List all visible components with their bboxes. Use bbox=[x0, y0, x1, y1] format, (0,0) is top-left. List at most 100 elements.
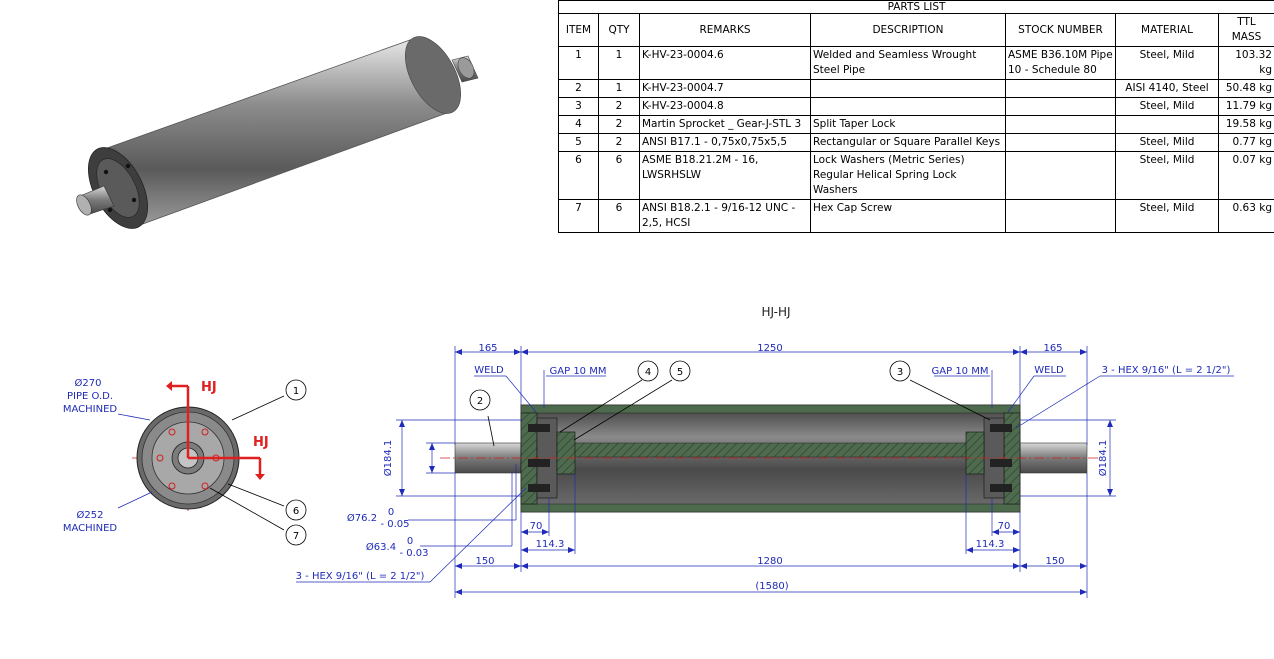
pipe-od-note-2: MACHINED bbox=[63, 404, 118, 415]
machined-note: MACHINED bbox=[63, 523, 118, 534]
hub-left-dim: 70 bbox=[530, 521, 543, 532]
cell-remarks: K-HV-23-0004.6 bbox=[639, 46, 811, 80]
dia-left-label: Ø184.1 bbox=[382, 440, 394, 477]
balloon-2: 2 bbox=[477, 396, 483, 407]
cell-description bbox=[810, 97, 1006, 116]
pipe-od-note-1: PIPE O.D. bbox=[67, 391, 113, 402]
header-stock-number: STOCK NUMBER bbox=[1005, 13, 1116, 47]
cell-ttl-mass: 0.07 kg bbox=[1218, 151, 1274, 200]
cell-material: Steel, Mild bbox=[1115, 97, 1219, 116]
shaft-tol-1-lower: - 0.05 bbox=[380, 519, 409, 530]
table-row: 6 6 ASME B18.21.2M - 16, LWSRHSLW Lock W… bbox=[558, 151, 1274, 200]
section-label-right: HJ bbox=[253, 435, 269, 450]
balloon-4: 4 bbox=[645, 367, 651, 378]
section-title: HJ-HJ bbox=[761, 305, 790, 319]
cell-material: AISI 4140, Steel bbox=[1115, 79, 1219, 98]
balloon-3: 3 bbox=[897, 367, 903, 378]
hub-right-dim: 70 bbox=[998, 521, 1011, 532]
cell-material bbox=[1115, 115, 1219, 134]
cell-remarks: ANSI B17.1 - 0,75x0,75x5,5 bbox=[639, 133, 811, 152]
cell-remarks: Martin Sprocket _ Gear-J-STL 3 bbox=[639, 115, 811, 134]
gap-left-label: GAP 10 MM bbox=[550, 366, 607, 377]
cell-qty: 1 bbox=[598, 46, 640, 80]
cell-ttl-mass: 0.77 kg bbox=[1218, 133, 1274, 152]
cell-material: Steel, Mild bbox=[1115, 133, 1219, 152]
cell-remarks: ASME B18.21.2M - 16, LWSRHSLW bbox=[639, 151, 811, 200]
table-row: 3 2 K-HV-23-0004.8 Steel, Mild 11.79 kg bbox=[558, 97, 1274, 116]
parts-list-title: PARTS LIST bbox=[558, 0, 1274, 13]
balloon-1: 1 bbox=[293, 386, 299, 397]
cell-ttl-mass: 11.79 kg bbox=[1218, 97, 1274, 116]
cell-description: Lock Washers (Metric Series) Regular Hel… bbox=[810, 151, 1006, 200]
header-description: DESCRIPTION bbox=[810, 13, 1006, 47]
dim-left-shaft: 165 bbox=[478, 343, 497, 354]
cell-item: 1 bbox=[558, 46, 599, 80]
section-view: HJ-HJ bbox=[296, 305, 1234, 598]
cell-stock-number bbox=[1005, 115, 1116, 134]
hex-right-label: 3 - HEX 9/16" (L = 2 1/2") bbox=[1102, 365, 1231, 376]
cell-stock-number bbox=[1005, 133, 1116, 152]
table-row: 2 1 K-HV-23-0004.7 AISI 4140, Steel 50.4… bbox=[558, 79, 1274, 98]
table-row: 4 2 Martin Sprocket _ Gear-J-STL 3 Split… bbox=[558, 115, 1274, 134]
cell-remarks: K-HV-23-0004.8 bbox=[639, 97, 811, 116]
cell-ttl-mass: 0.63 kg bbox=[1218, 199, 1274, 233]
table-row: 5 2 ANSI B17.1 - 0,75x0,75x5,5 Rectangul… bbox=[558, 133, 1274, 152]
cell-item: 4 bbox=[558, 115, 599, 134]
cell-remarks: K-HV-23-0004.7 bbox=[639, 79, 811, 98]
header-ttl-mass: TTL MASS bbox=[1218, 13, 1274, 47]
shaft-tol-2-lower: - 0.03 bbox=[399, 548, 428, 559]
header-remarks: REMARKS bbox=[639, 13, 811, 47]
shaft-dia-2-label: Ø63.4 bbox=[366, 541, 396, 553]
header-material: MATERIAL bbox=[1115, 13, 1219, 47]
cell-material: Steel, Mild bbox=[1115, 199, 1219, 233]
header-qty: QTY bbox=[598, 13, 640, 47]
cell-item: 2 bbox=[558, 79, 599, 98]
cell-item: 7 bbox=[558, 199, 599, 233]
dia-right-label: Ø184.1 bbox=[1097, 440, 1109, 477]
table-row: 1 1 K-HV-23-0004.6 Welded and Seamless W… bbox=[558, 46, 1274, 80]
cell-description bbox=[810, 79, 1006, 98]
cell-remarks: ANSI B18.2.1 - 9/16-12 UNC - 2,5, HCSI bbox=[639, 199, 811, 233]
cell-qty: 2 bbox=[598, 133, 640, 152]
cell-ttl-mass: 103.32 kg bbox=[1218, 46, 1274, 80]
hex-left-label: 3 - HEX 9/16" (L = 2 1/2") bbox=[296, 571, 425, 582]
cell-description: Welded and Seamless Wrought Steel Pipe bbox=[810, 46, 1006, 80]
hub2-right-dim: 114.3 bbox=[976, 539, 1005, 550]
weld-right-label: WELD bbox=[1034, 365, 1064, 376]
isometric-roller-view bbox=[76, 36, 479, 229]
cell-ttl-mass: 50.48 kg bbox=[1218, 79, 1274, 98]
dim-bottom-left: 150 bbox=[475, 556, 494, 567]
cell-qty: 2 bbox=[598, 115, 640, 134]
cell-stock-number bbox=[1005, 79, 1116, 98]
cell-description: Split Taper Lock bbox=[810, 115, 1006, 134]
cell-stock-number bbox=[1005, 97, 1116, 116]
cell-ttl-mass: 19.58 kg bbox=[1218, 115, 1274, 134]
cell-item: 6 bbox=[558, 151, 599, 200]
cell-stock-number bbox=[1005, 151, 1116, 200]
cell-item: 5 bbox=[558, 133, 599, 152]
cell-qty: 6 bbox=[598, 199, 640, 233]
balloon-7: 7 bbox=[293, 531, 299, 542]
shaft-tol-2-upper: 0 bbox=[407, 536, 413, 547]
shaft-dia-1-label: Ø76.2 bbox=[347, 512, 377, 524]
cell-material: Steel, Mild bbox=[1115, 151, 1219, 200]
cell-qty: 2 bbox=[598, 97, 640, 116]
weld-left-label: WELD bbox=[474, 365, 504, 376]
balloon-6: 6 bbox=[293, 506, 299, 517]
parts-header-row: ITEM QTY REMARKS DESCRIPTION STOCK NUMBE… bbox=[558, 13, 1274, 47]
cell-qty: 6 bbox=[598, 151, 640, 200]
pipe-od-label: Ø270 bbox=[75, 377, 102, 389]
parts-list-table: PARTS LIST ITEM QTY REMARKS DESCRIPTION … bbox=[558, 0, 1274, 233]
header-item: ITEM bbox=[558, 13, 599, 47]
dim-right-shaft: 165 bbox=[1043, 343, 1062, 354]
gap-right-label: GAP 10 MM bbox=[932, 366, 989, 377]
section-label-top: HJ bbox=[201, 380, 217, 395]
dim-body: 1250 bbox=[757, 343, 782, 354]
end-view: HJ HJ Ø270 PIPE O.D. MACHINED Ø252 MACHI… bbox=[63, 377, 307, 546]
cell-description: Rectangular or Square Parallel Keys bbox=[810, 133, 1006, 152]
dim-overall: (1580) bbox=[755, 581, 788, 592]
shaft-tol-1-upper: 0 bbox=[388, 507, 394, 518]
hub2-left-dim: 114.3 bbox=[536, 539, 565, 550]
machined-dia-label: Ø252 bbox=[77, 509, 104, 521]
